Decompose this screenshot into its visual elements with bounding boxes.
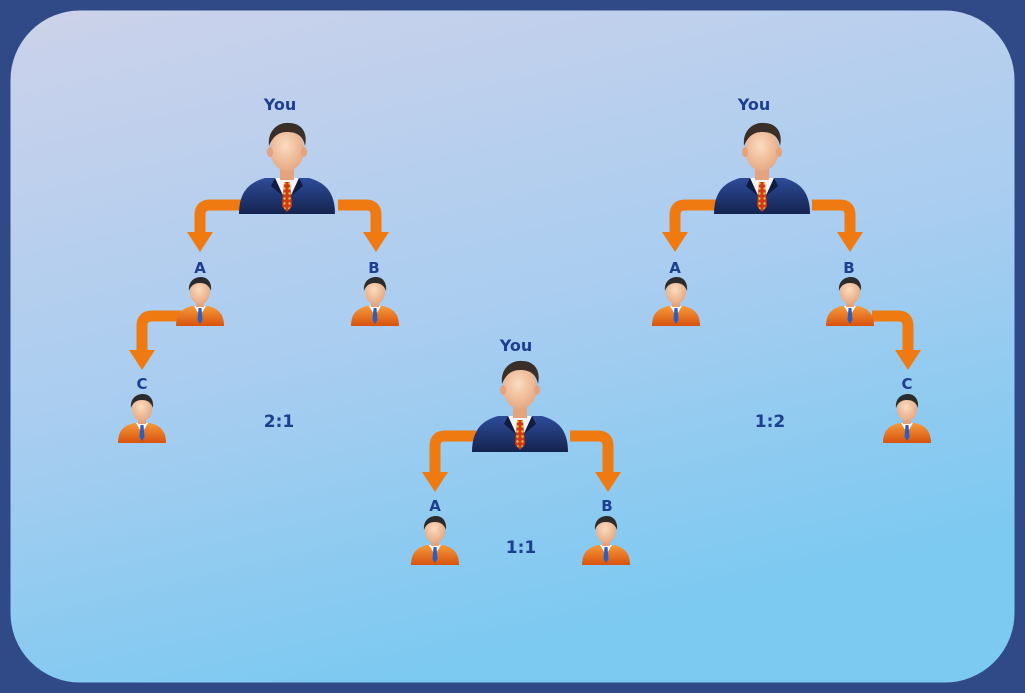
arrow-left-you-to-a: [187, 199, 242, 252]
node-label-c: C: [136, 375, 147, 393]
arrow-left-a-to-c: [129, 310, 186, 370]
arrow-right-you-to-b: [812, 199, 863, 252]
arrow-right-you-to-a: [662, 199, 717, 252]
ratio-label: 1:2: [755, 412, 785, 432]
arrows-layer: [129, 199, 921, 492]
diagram-left: You A B C 2:1: [136, 95, 379, 432]
arrow-left-you-to-b: [338, 199, 389, 252]
node-label-b: B: [601, 497, 612, 515]
root-label: You: [263, 95, 297, 114]
diagram-center: You A B 1:1: [429, 336, 613, 558]
arrow-center-you-to-b: [570, 430, 621, 492]
ratio-label: 2:1: [264, 412, 294, 432]
node-label-c: C: [901, 375, 912, 393]
node-label-b: B: [843, 259, 854, 277]
arrow-right-b-to-c: [872, 310, 921, 370]
root-label: You: [737, 95, 771, 114]
root-label: You: [499, 336, 533, 355]
node-label-b: B: [368, 259, 379, 277]
ratio-label: 1:1: [506, 538, 536, 558]
node-label-a: A: [429, 497, 441, 515]
node-label-a: A: [669, 259, 681, 277]
node-label-a: A: [194, 259, 206, 277]
arrow-center-you-to-a: [422, 430, 476, 492]
diagram-right: You A B C 1:2: [669, 95, 912, 432]
